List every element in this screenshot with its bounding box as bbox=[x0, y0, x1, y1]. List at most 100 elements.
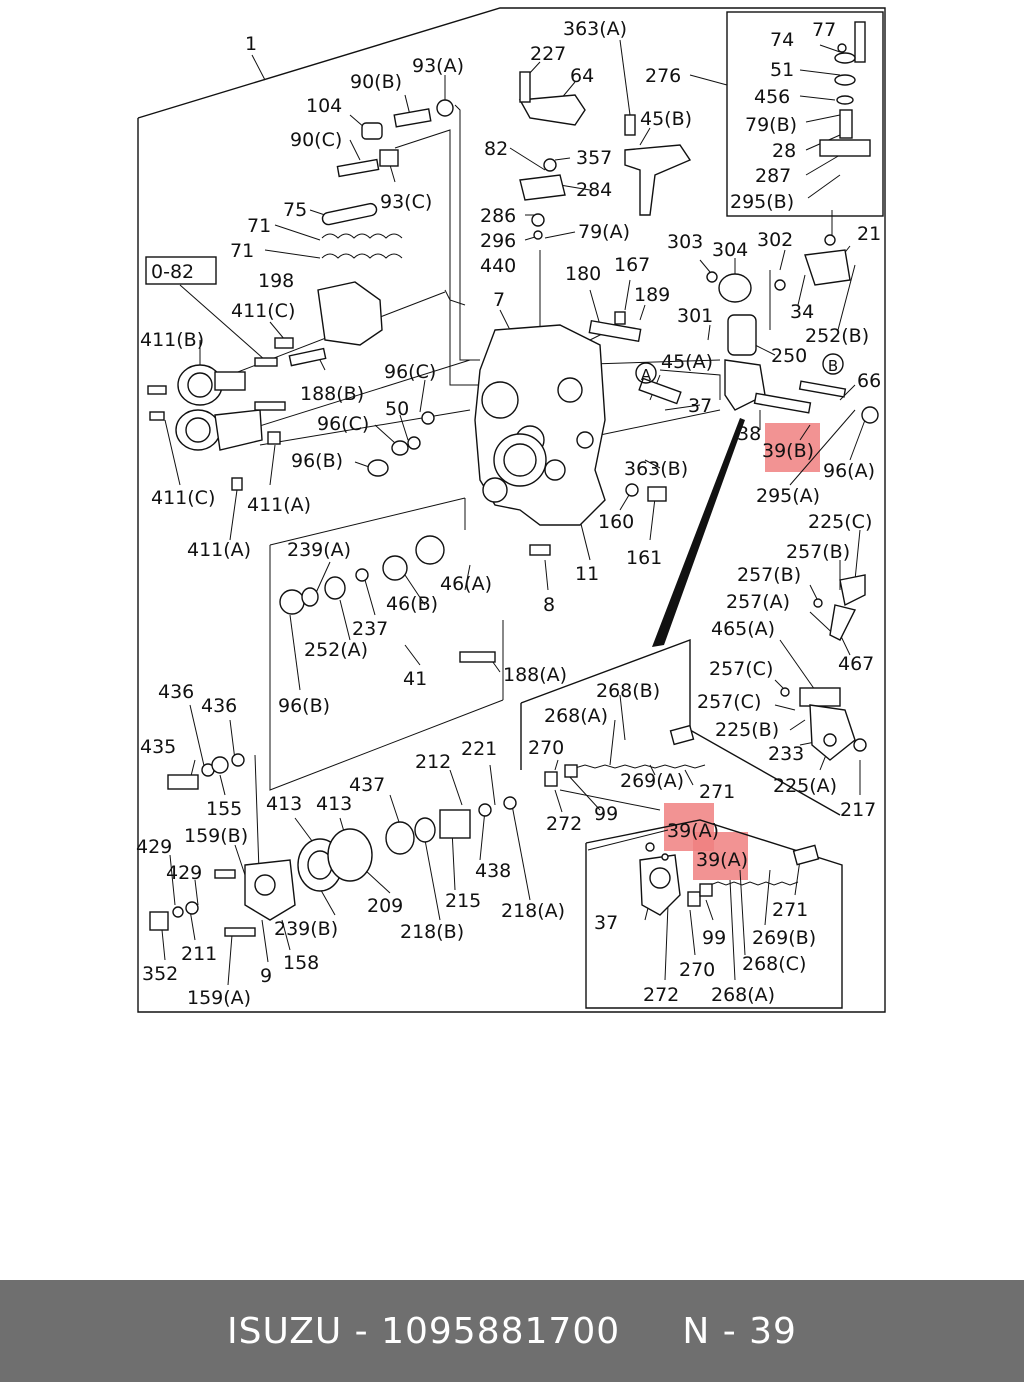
label-270-a: 270 bbox=[528, 737, 564, 759]
label-411A-a: 411(A) bbox=[247, 494, 311, 516]
label-239A: 239(A) bbox=[287, 539, 351, 561]
label-269B: 269(B) bbox=[752, 927, 816, 949]
marker-A: A bbox=[641, 366, 652, 384]
label-9: 9 bbox=[260, 965, 272, 987]
label-212: 212 bbox=[415, 751, 451, 773]
label-467: 467 bbox=[838, 653, 874, 675]
label-303: 303 bbox=[667, 231, 703, 253]
label-218A: 218(A) bbox=[501, 900, 565, 922]
marker-B-upper: B bbox=[828, 357, 838, 375]
label-268A-a: 268(A) bbox=[544, 705, 608, 727]
label-96A: 96(A) bbox=[823, 460, 875, 482]
label-237: 237 bbox=[352, 618, 388, 640]
lower-subframe-right bbox=[585, 819, 843, 1009]
label-38: 38 bbox=[737, 423, 761, 445]
label-90B: 90(B) bbox=[350, 71, 402, 93]
label-41: 41 bbox=[403, 668, 427, 690]
label-96C-b: 96(C) bbox=[317, 413, 369, 435]
label-227: 227 bbox=[530, 43, 566, 65]
top-linkage bbox=[518, 71, 692, 240]
label-268B-a: 268(B) bbox=[596, 680, 660, 702]
label-211: 211 bbox=[181, 943, 217, 965]
label-411B: 411(B) bbox=[140, 329, 204, 351]
label-155: 155 bbox=[206, 798, 242, 820]
label-71a: 71 bbox=[247, 215, 271, 237]
label-96B-a: 96(B) bbox=[291, 450, 343, 472]
label-252B: 252(B) bbox=[805, 325, 869, 347]
label-286: 286 bbox=[480, 205, 516, 227]
label-66: 66 bbox=[857, 370, 881, 392]
label-269A: 269(A) bbox=[620, 770, 684, 792]
label-295B: 295(B) bbox=[730, 191, 794, 213]
highlight-39B bbox=[765, 423, 820, 472]
label-77: 77 bbox=[812, 19, 836, 41]
label-71b: 71 bbox=[230, 240, 254, 262]
label-225C: 225(C) bbox=[808, 511, 872, 533]
label-64: 64 bbox=[570, 65, 594, 87]
label-8: 8 bbox=[543, 594, 555, 616]
label-363B: 363(B) bbox=[624, 458, 688, 480]
label-99-a: 99 bbox=[594, 803, 618, 825]
label-436b: 436 bbox=[201, 695, 237, 717]
label-438: 438 bbox=[475, 860, 511, 882]
label-93C: 93(C) bbox=[380, 191, 432, 213]
label-34: 34 bbox=[790, 301, 814, 323]
label-429a: 429 bbox=[136, 836, 172, 858]
label-51: 51 bbox=[770, 59, 794, 81]
label-239B: 239(B) bbox=[274, 918, 338, 940]
inset-box-top-right bbox=[726, 11, 884, 217]
label-37-bot: 37 bbox=[594, 912, 618, 934]
label-188A: 188(A) bbox=[503, 664, 567, 686]
label-188B: 188(B) bbox=[300, 383, 364, 405]
label-456: 456 bbox=[754, 86, 790, 108]
label-217: 217 bbox=[840, 799, 876, 821]
springs-upper-left bbox=[274, 99, 454, 367]
label-0-82: 0-82 bbox=[151, 261, 194, 283]
label-357: 357 bbox=[576, 147, 612, 169]
label-284: 284 bbox=[576, 179, 612, 201]
label-411A-b: 411(A) bbox=[187, 539, 251, 561]
label-302: 302 bbox=[757, 229, 793, 251]
label-218B: 218(B) bbox=[400, 921, 464, 943]
exploded-parts-diagram: A B 1 363(A) 227 64 90(B) 93(A) 276 74 7… bbox=[136, 7, 886, 1013]
label-99-b: 99 bbox=[702, 927, 726, 949]
label-75: 75 bbox=[283, 199, 307, 221]
label-96B-b: 96(B) bbox=[278, 695, 330, 717]
label-1: 1 bbox=[245, 33, 257, 55]
ref-box-0-82 bbox=[145, 256, 217, 285]
label-158: 158 bbox=[283, 952, 319, 974]
label-257C-b: 257(C) bbox=[697, 691, 761, 713]
label-250: 250 bbox=[771, 345, 807, 367]
label-21: 21 bbox=[857, 223, 881, 245]
label-304: 304 bbox=[712, 239, 748, 261]
label-271-a: 271 bbox=[699, 781, 735, 803]
label-79A: 79(A) bbox=[578, 221, 630, 243]
label-257B-b: 257(B) bbox=[737, 564, 801, 586]
label-79B: 79(B) bbox=[745, 114, 797, 136]
right-linkage bbox=[588, 234, 879, 424]
label-429b: 429 bbox=[166, 862, 202, 884]
label-225A: 225(A) bbox=[773, 775, 837, 797]
label-82: 82 bbox=[484, 138, 508, 160]
label-159B: 159(B) bbox=[184, 825, 248, 847]
label-287: 287 bbox=[755, 165, 791, 187]
label-39A-a: 39(A) bbox=[667, 820, 719, 842]
label-413a: 413 bbox=[266, 793, 302, 815]
label-257A: 257(A) bbox=[726, 591, 790, 613]
label-268A-b: 268(A) bbox=[711, 984, 775, 1006]
right-lower-linkage bbox=[780, 574, 867, 761]
label-295A: 295(A) bbox=[756, 485, 820, 507]
label-189: 189 bbox=[634, 284, 670, 306]
label-104: 104 bbox=[306, 95, 342, 117]
label-39B: 39(B) bbox=[762, 440, 814, 462]
seals-center-left bbox=[279, 411, 667, 663]
label-413b: 413 bbox=[316, 793, 352, 815]
label-180: 180 bbox=[565, 263, 601, 285]
label-167: 167 bbox=[614, 254, 650, 276]
inset-parts bbox=[819, 21, 871, 157]
label-90C: 90(C) bbox=[290, 129, 342, 151]
lower-center-parts bbox=[149, 753, 517, 937]
label-39A-b: 39(A) bbox=[696, 849, 748, 871]
label-465A: 465(A) bbox=[711, 618, 775, 640]
label-159A: 159(A) bbox=[187, 987, 251, 1009]
